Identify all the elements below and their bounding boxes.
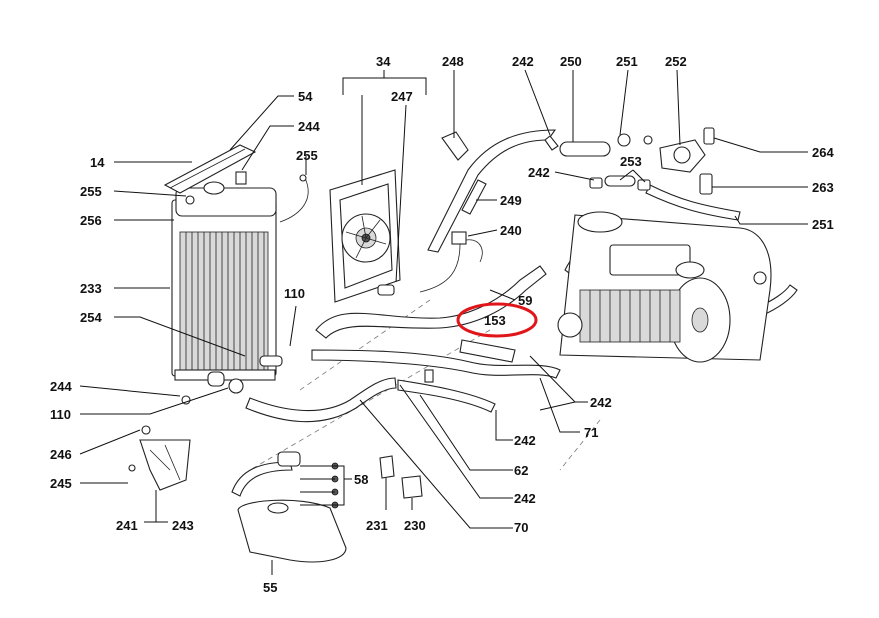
- label-153: 153: [484, 313, 506, 328]
- label-253: 253: [620, 154, 642, 169]
- radiator-small-parts: [181, 171, 309, 405]
- expansion-tank: [231, 451, 347, 563]
- small-clips: [379, 369, 434, 499]
- label-242-right: 242: [590, 395, 612, 410]
- label-242-lower1: 242: [514, 433, 536, 448]
- label-59: 59: [518, 293, 532, 308]
- label-249: 249: [500, 193, 522, 208]
- label-264: 264: [812, 145, 834, 160]
- cooling-fan-shroud: [329, 169, 401, 303]
- phantom-guide-lines: [249, 299, 601, 471]
- label-55: 55: [263, 580, 277, 595]
- label-71: 71: [584, 425, 598, 440]
- label-246: 246: [50, 447, 72, 462]
- label-240: 240: [500, 223, 522, 238]
- radiator: [171, 181, 277, 381]
- label-251-top: 251: [616, 54, 638, 69]
- label-254: 254: [80, 310, 102, 325]
- label-242-lower2: 242: [514, 491, 536, 506]
- part-labels: 34 248 242 250 251 252 54 247 244 255 14…: [50, 54, 834, 595]
- thermostat-fittings: [441, 127, 715, 195]
- label-54: 54: [298, 89, 313, 104]
- label-241: 241: [116, 518, 138, 533]
- label-70: 70: [514, 520, 528, 535]
- expansion-bar: [163, 144, 257, 194]
- label-255-top: 255: [296, 148, 318, 163]
- label-233: 233: [80, 281, 102, 296]
- engine-tank-block: [557, 211, 772, 363]
- label-250: 250: [560, 54, 582, 69]
- label-110-left: 110: [50, 407, 71, 422]
- label-231: 231: [366, 518, 388, 533]
- label-110-top: 110: [284, 286, 305, 301]
- label-256: 256: [80, 213, 102, 228]
- label-248: 248: [442, 54, 464, 69]
- mounting-bracket: [128, 425, 191, 491]
- label-244-top: 244: [298, 119, 320, 134]
- label-252: 252: [665, 54, 687, 69]
- label-243: 243: [172, 518, 194, 533]
- label-244-left: 244: [50, 379, 72, 394]
- label-62: 62: [514, 463, 528, 478]
- label-255-left: 255: [80, 184, 102, 199]
- highlight-ellipse: [456, 302, 538, 338]
- label-247: 247: [391, 89, 413, 104]
- label-251-right: 251: [812, 217, 834, 232]
- label-14: 14: [90, 155, 105, 170]
- label-34: 34: [376, 54, 391, 69]
- label-230: 230: [404, 518, 426, 533]
- label-242-top: 242: [512, 54, 534, 69]
- label-245: 245: [50, 476, 72, 491]
- wiring-harness: [419, 231, 483, 293]
- label-58: 58: [354, 472, 368, 487]
- label-263: 263: [812, 180, 834, 195]
- leader-lines: [79, 69, 808, 575]
- label-242-mid: 242: [528, 165, 550, 180]
